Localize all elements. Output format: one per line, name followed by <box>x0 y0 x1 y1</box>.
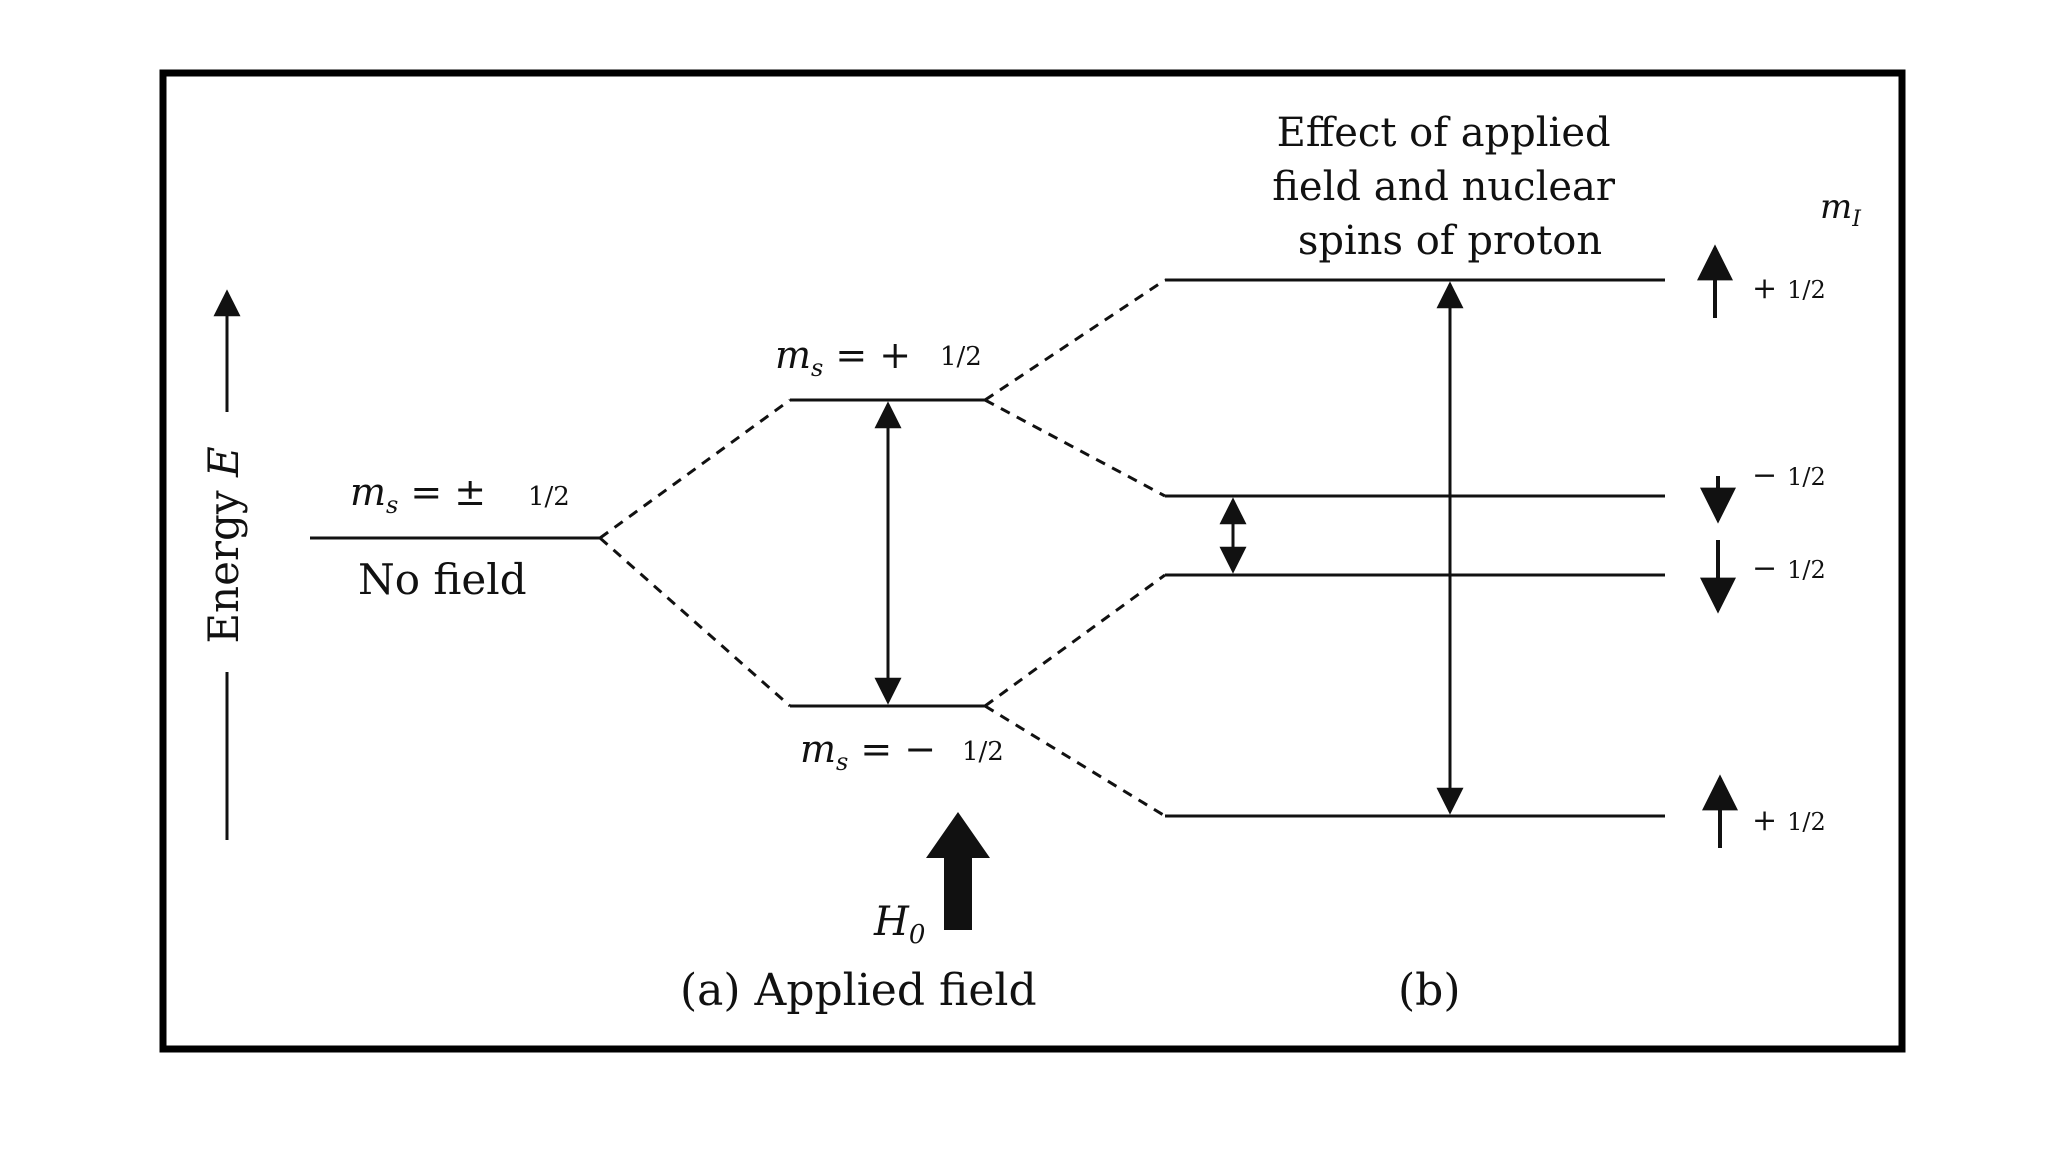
lower-ms-label: ms= − <box>800 727 936 776</box>
dashed-upper-to-top <box>984 278 1166 402</box>
mi-value-1: +1/2 <box>1752 271 1826 306</box>
energy-axis: Energy E <box>199 289 248 840</box>
dashed-lower-to-bottom <box>984 704 1166 818</box>
dashed-upper-to-second <box>984 398 1166 498</box>
upper-ms-label: ms= + <box>775 333 911 382</box>
dashed-split-lower <box>599 536 791 708</box>
mi-value-4: +1/2 <box>1752 803 1826 838</box>
energy-symbol: E <box>199 446 248 478</box>
nuclear-title-line-2: field and nuclear <box>1272 164 1616 210</box>
no-field-fraction: 1/2 <box>528 482 570 512</box>
nuclear-title-line-1: Effect of applied <box>1277 110 1611 156</box>
diagram-frame <box>159 69 1906 1053</box>
energy-axis-label: Energy E <box>199 446 248 643</box>
h0-label: H0 <box>873 899 925 950</box>
applied-field-levels: ms= + 1/2 ms= − 1/2 <box>599 333 1004 776</box>
lower-ms-fraction: 1/2 <box>962 737 1004 767</box>
dashed-lower-to-third <box>984 573 1166 708</box>
mi-value-2: −1/2 <box>1752 458 1826 493</box>
no-field-caption: No field <box>358 555 527 604</box>
no-field-ms-label: ms= ± <box>350 470 486 519</box>
upper-ms-fraction: 1/2 <box>940 342 982 372</box>
nuclear-title: Effect of applied field and nuclear spin… <box>1272 110 1627 264</box>
no-field-level: ms= ± 1/2 No field <box>310 470 600 604</box>
mi-value-3: −1/2 <box>1752 551 1826 586</box>
dashed-split-upper <box>599 398 791 540</box>
nuclear-split-levels <box>984 278 1665 818</box>
nuclear-title-line-3: spins of proton <box>1298 218 1602 264</box>
mi-header: mI <box>1820 187 1862 232</box>
caption-b: (b) <box>1398 965 1461 1016</box>
h0-arrow-icon <box>926 812 990 930</box>
applied-field-arrow: H0 <box>873 812 990 950</box>
caption-a: (a) Applied field <box>680 965 1037 1016</box>
